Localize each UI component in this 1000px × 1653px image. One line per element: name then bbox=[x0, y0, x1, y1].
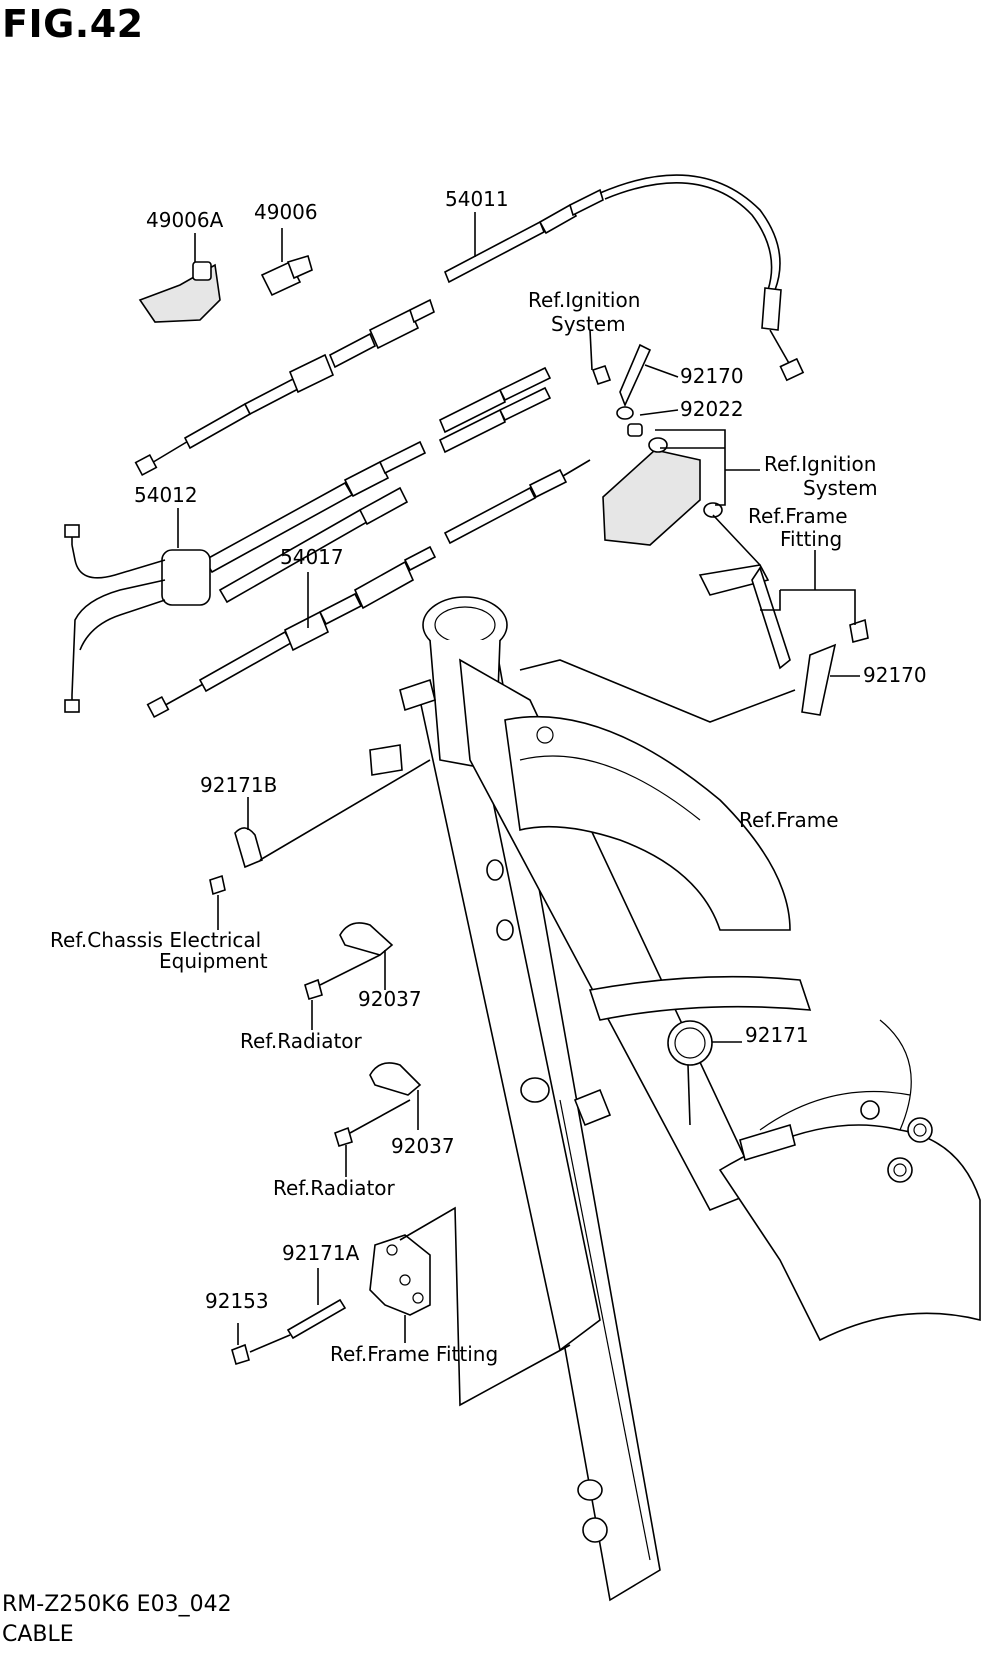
part-49006 bbox=[260, 255, 313, 297]
model-code: RM-Z250K6 E03_042 bbox=[2, 1592, 232, 1617]
callout-92171: 92171 bbox=[745, 1023, 809, 1047]
ref-ignition-mid-line2: System bbox=[803, 476, 878, 500]
ref-frame: Ref.Frame bbox=[739, 808, 839, 832]
cable-54017 bbox=[146, 459, 591, 719]
frame-drawing bbox=[369, 596, 981, 1602]
callout-labels: 49006A 49006 54011 54012 54017 92170 920… bbox=[50, 187, 927, 1366]
callout-54011: 54011 bbox=[445, 187, 509, 211]
ref-frame-fitting-line1: Ref.Frame bbox=[748, 504, 848, 528]
callout-92153: 92153 bbox=[205, 1289, 269, 1313]
ref-ignition-mid-line1: Ref.Ignition bbox=[764, 452, 876, 476]
callout-54017: 54017 bbox=[280, 545, 344, 569]
callout-92037-lower: 92037 bbox=[391, 1134, 455, 1158]
ref-frame-fitting-bottom: Ref.Frame Fitting bbox=[330, 1342, 498, 1366]
part-49006A bbox=[138, 261, 221, 323]
ref-ignition-top-line1: Ref.Ignition bbox=[528, 288, 640, 312]
callout-92170-right: 92170 bbox=[863, 663, 927, 687]
cable-54011 bbox=[134, 174, 805, 477]
figure-title: FIG.42 bbox=[2, 2, 144, 46]
ref-radiator-upper: Ref.Radiator bbox=[240, 1029, 363, 1053]
callout-92022: 92022 bbox=[680, 397, 744, 421]
ref-chassis-line1: Ref.Chassis Electrical bbox=[50, 928, 261, 952]
callout-92171A: 92171A bbox=[282, 1241, 360, 1265]
ref-radiator-lower: Ref.Radiator bbox=[273, 1176, 396, 1200]
callout-92170-top: 92170 bbox=[680, 364, 744, 388]
ignition-parts bbox=[591, 343, 869, 716]
callout-49006A: 49006A bbox=[146, 208, 224, 232]
callout-92037-upper: 92037 bbox=[358, 987, 422, 1011]
section-name: CABLE bbox=[2, 1622, 74, 1647]
callout-54012: 54012 bbox=[134, 483, 198, 507]
clamps bbox=[209, 827, 713, 1366]
leader-lines bbox=[177, 212, 860, 1407]
ref-chassis-line2: Equipment bbox=[159, 949, 268, 973]
cable-54012 bbox=[64, 366, 552, 713]
callout-49006: 49006 bbox=[254, 200, 318, 224]
callout-92171B: 92171B bbox=[200, 773, 277, 797]
ref-ignition-top-line2: System bbox=[551, 312, 626, 336]
ref-frame-fitting-line2: Fitting bbox=[780, 527, 842, 551]
